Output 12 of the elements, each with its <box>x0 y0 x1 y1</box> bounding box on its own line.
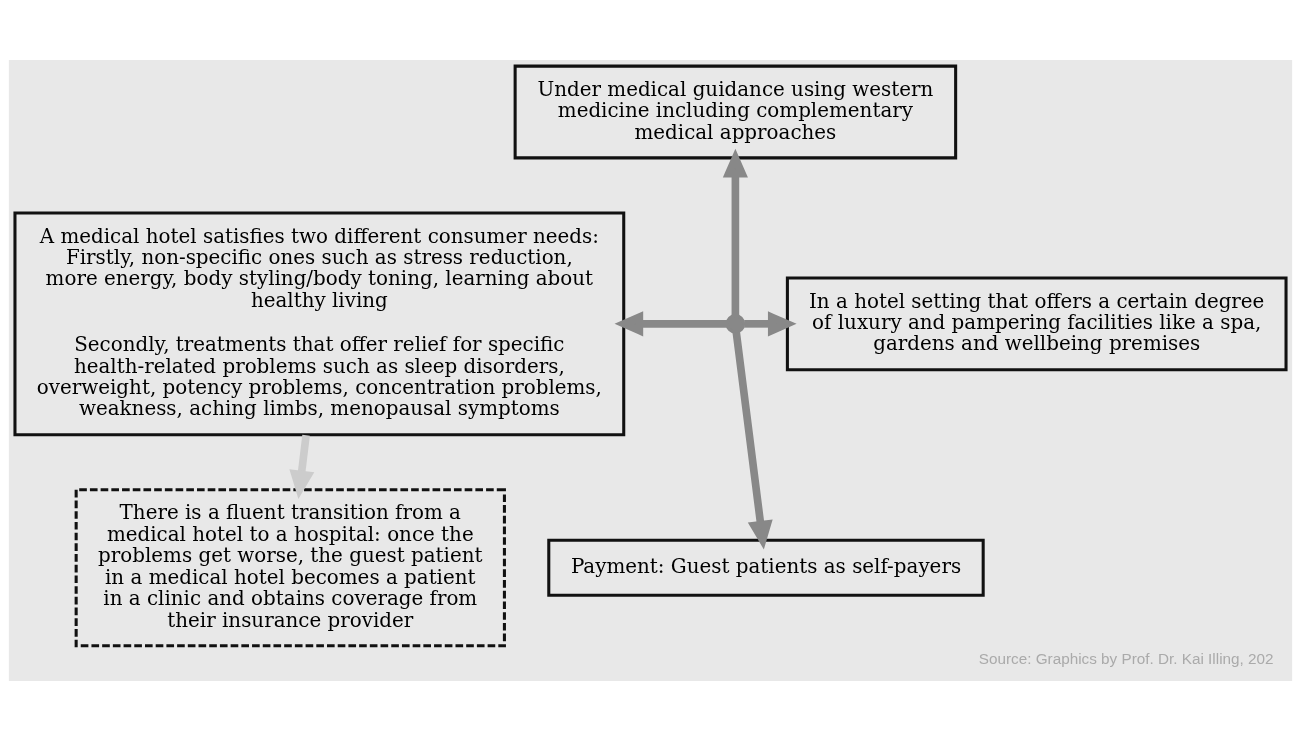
node-box: There is a fluent transition from a medical hotel to a hospital: once the problems get worse, the guest patient in a medical hotel becomes a patient in a clinic and obtains coverage from their insurance provider <box>74 488 506 648</box>
node-point <box>725 314 746 334</box>
node-box: In a hotel setting that offers a certain degree of luxury and pampering facilities like a spa, gardens and wellbeing premises <box>785 276 1288 372</box>
arrow <box>289 434 315 500</box>
arrow <box>744 311 797 337</box>
caption: Source: Graphics by Prof. Dr. Kai Illing, 202 <box>978 650 1274 668</box>
arrow <box>732 331 773 550</box>
arrow <box>722 148 748 316</box>
node-box: Under medical guidance using western medicine including complementary medical approaches <box>513 64 958 160</box>
node-box: Payment: Guest patients as self-payers <box>547 538 985 597</box>
arrow <box>614 311 728 337</box>
node-box: A medical hotel satisfies two different consumer needs: Firstly, non-specific ones such as stress reduction, more energy, body styling/body toning, learning about healthy living Secondly, treatments that offer relief for specific health-related problems such as sleep disorders, overweight, potency problems, concentration problems, weakness, aching limbs, menopausal symptoms <box>13 211 626 437</box>
